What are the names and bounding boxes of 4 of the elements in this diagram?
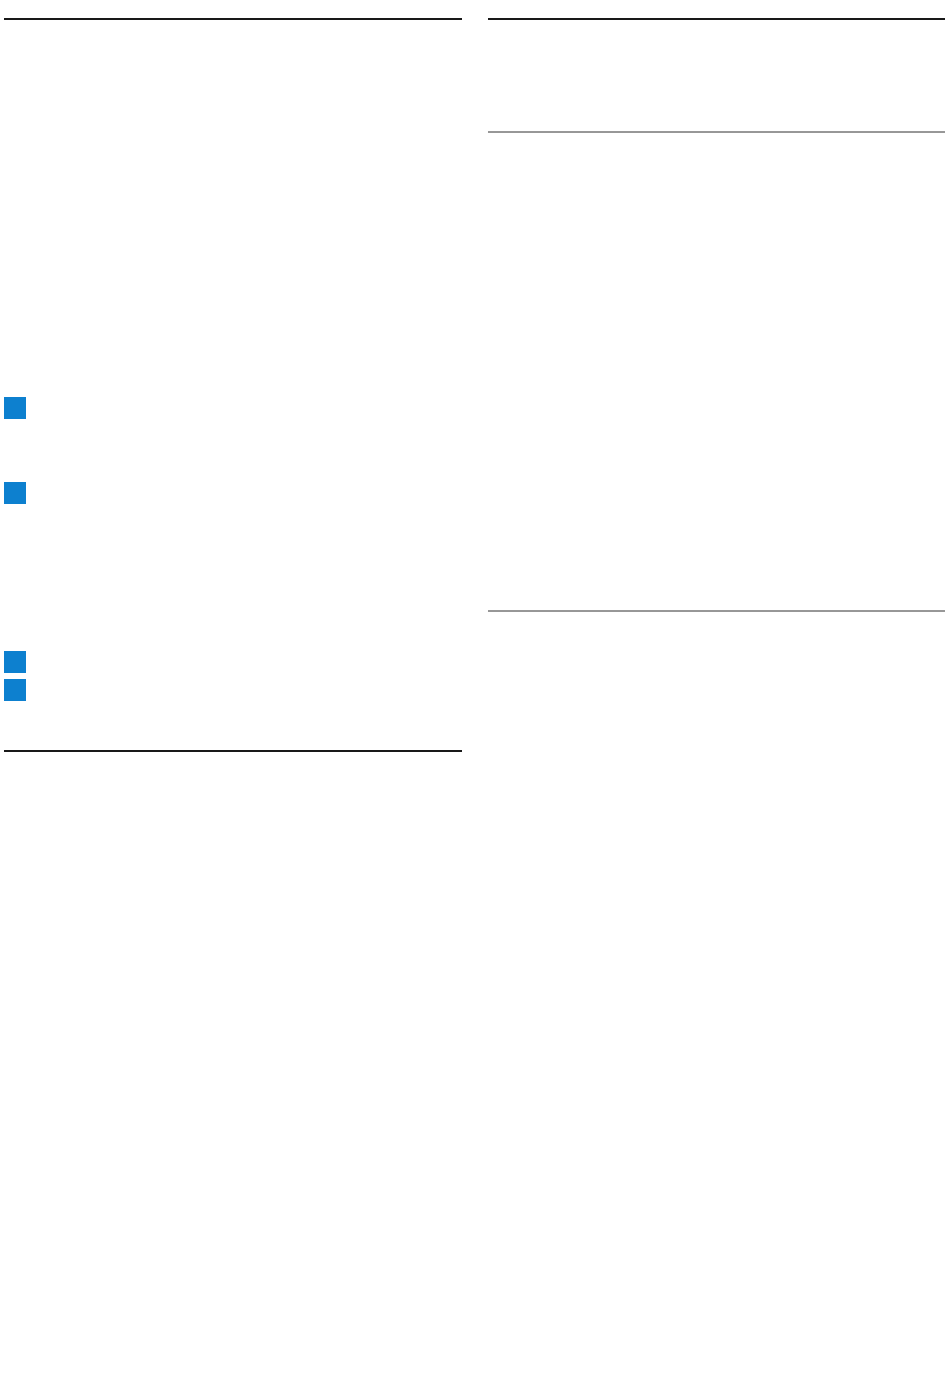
bullet-square <box>4 651 26 673</box>
bullet-square <box>4 679 26 701</box>
bullet-square <box>4 397 26 419</box>
bullet-square <box>4 482 26 504</box>
